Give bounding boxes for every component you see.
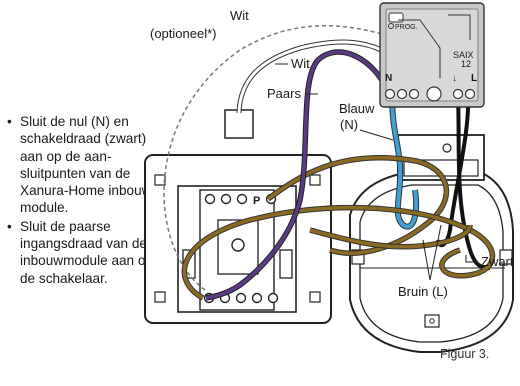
module-name-line1: SAIX (453, 50, 474, 60)
label-paars: Paars (267, 86, 301, 101)
xanura-module: PROG. SAIX 12 N ↓ L (379, 2, 485, 108)
label-wit-top: Wit (230, 8, 249, 23)
label-bruin: Bruin (L) (398, 284, 448, 299)
figure-caption: Figuur 3. (440, 347, 490, 361)
terminal-l-label: L (471, 73, 477, 84)
terminal-n-label: N (385, 73, 392, 84)
wire-white-optional (163, 25, 396, 291)
module-name-line2: 12 (461, 59, 471, 69)
label-optioneel: (optioneel*) (150, 26, 217, 41)
label-blauw-n: (N) (340, 117, 358, 132)
wall-box (349, 134, 514, 353)
switch-frame: P (144, 154, 332, 324)
label-zwart: Zwart (481, 254, 514, 269)
terminal-arrow: ↓ (452, 73, 457, 84)
module-terminals (384, 86, 476, 102)
instruction-item: Sluit de nul (N) en schakel­draad (zwart… (4, 113, 164, 217)
instruction-item: Sluit de paarse ingangsdraad van de inbo… (4, 218, 164, 287)
switch-top-terminals (204, 193, 277, 205)
wire-end-block (224, 109, 254, 139)
prog-label: PROG. (395, 24, 418, 31)
instructions: Sluit de nul (N) en schakel­draad (zwart… (4, 113, 164, 288)
switch-marker: P (253, 195, 260, 207)
wire-purple (205, 49, 391, 301)
label-blauw: Blauw (339, 101, 375, 116)
wire-white (236, 39, 397, 114)
wire-blue (389, 93, 420, 230)
label-wit: Wit (291, 56, 310, 71)
wire-brown (181, 154, 496, 301)
